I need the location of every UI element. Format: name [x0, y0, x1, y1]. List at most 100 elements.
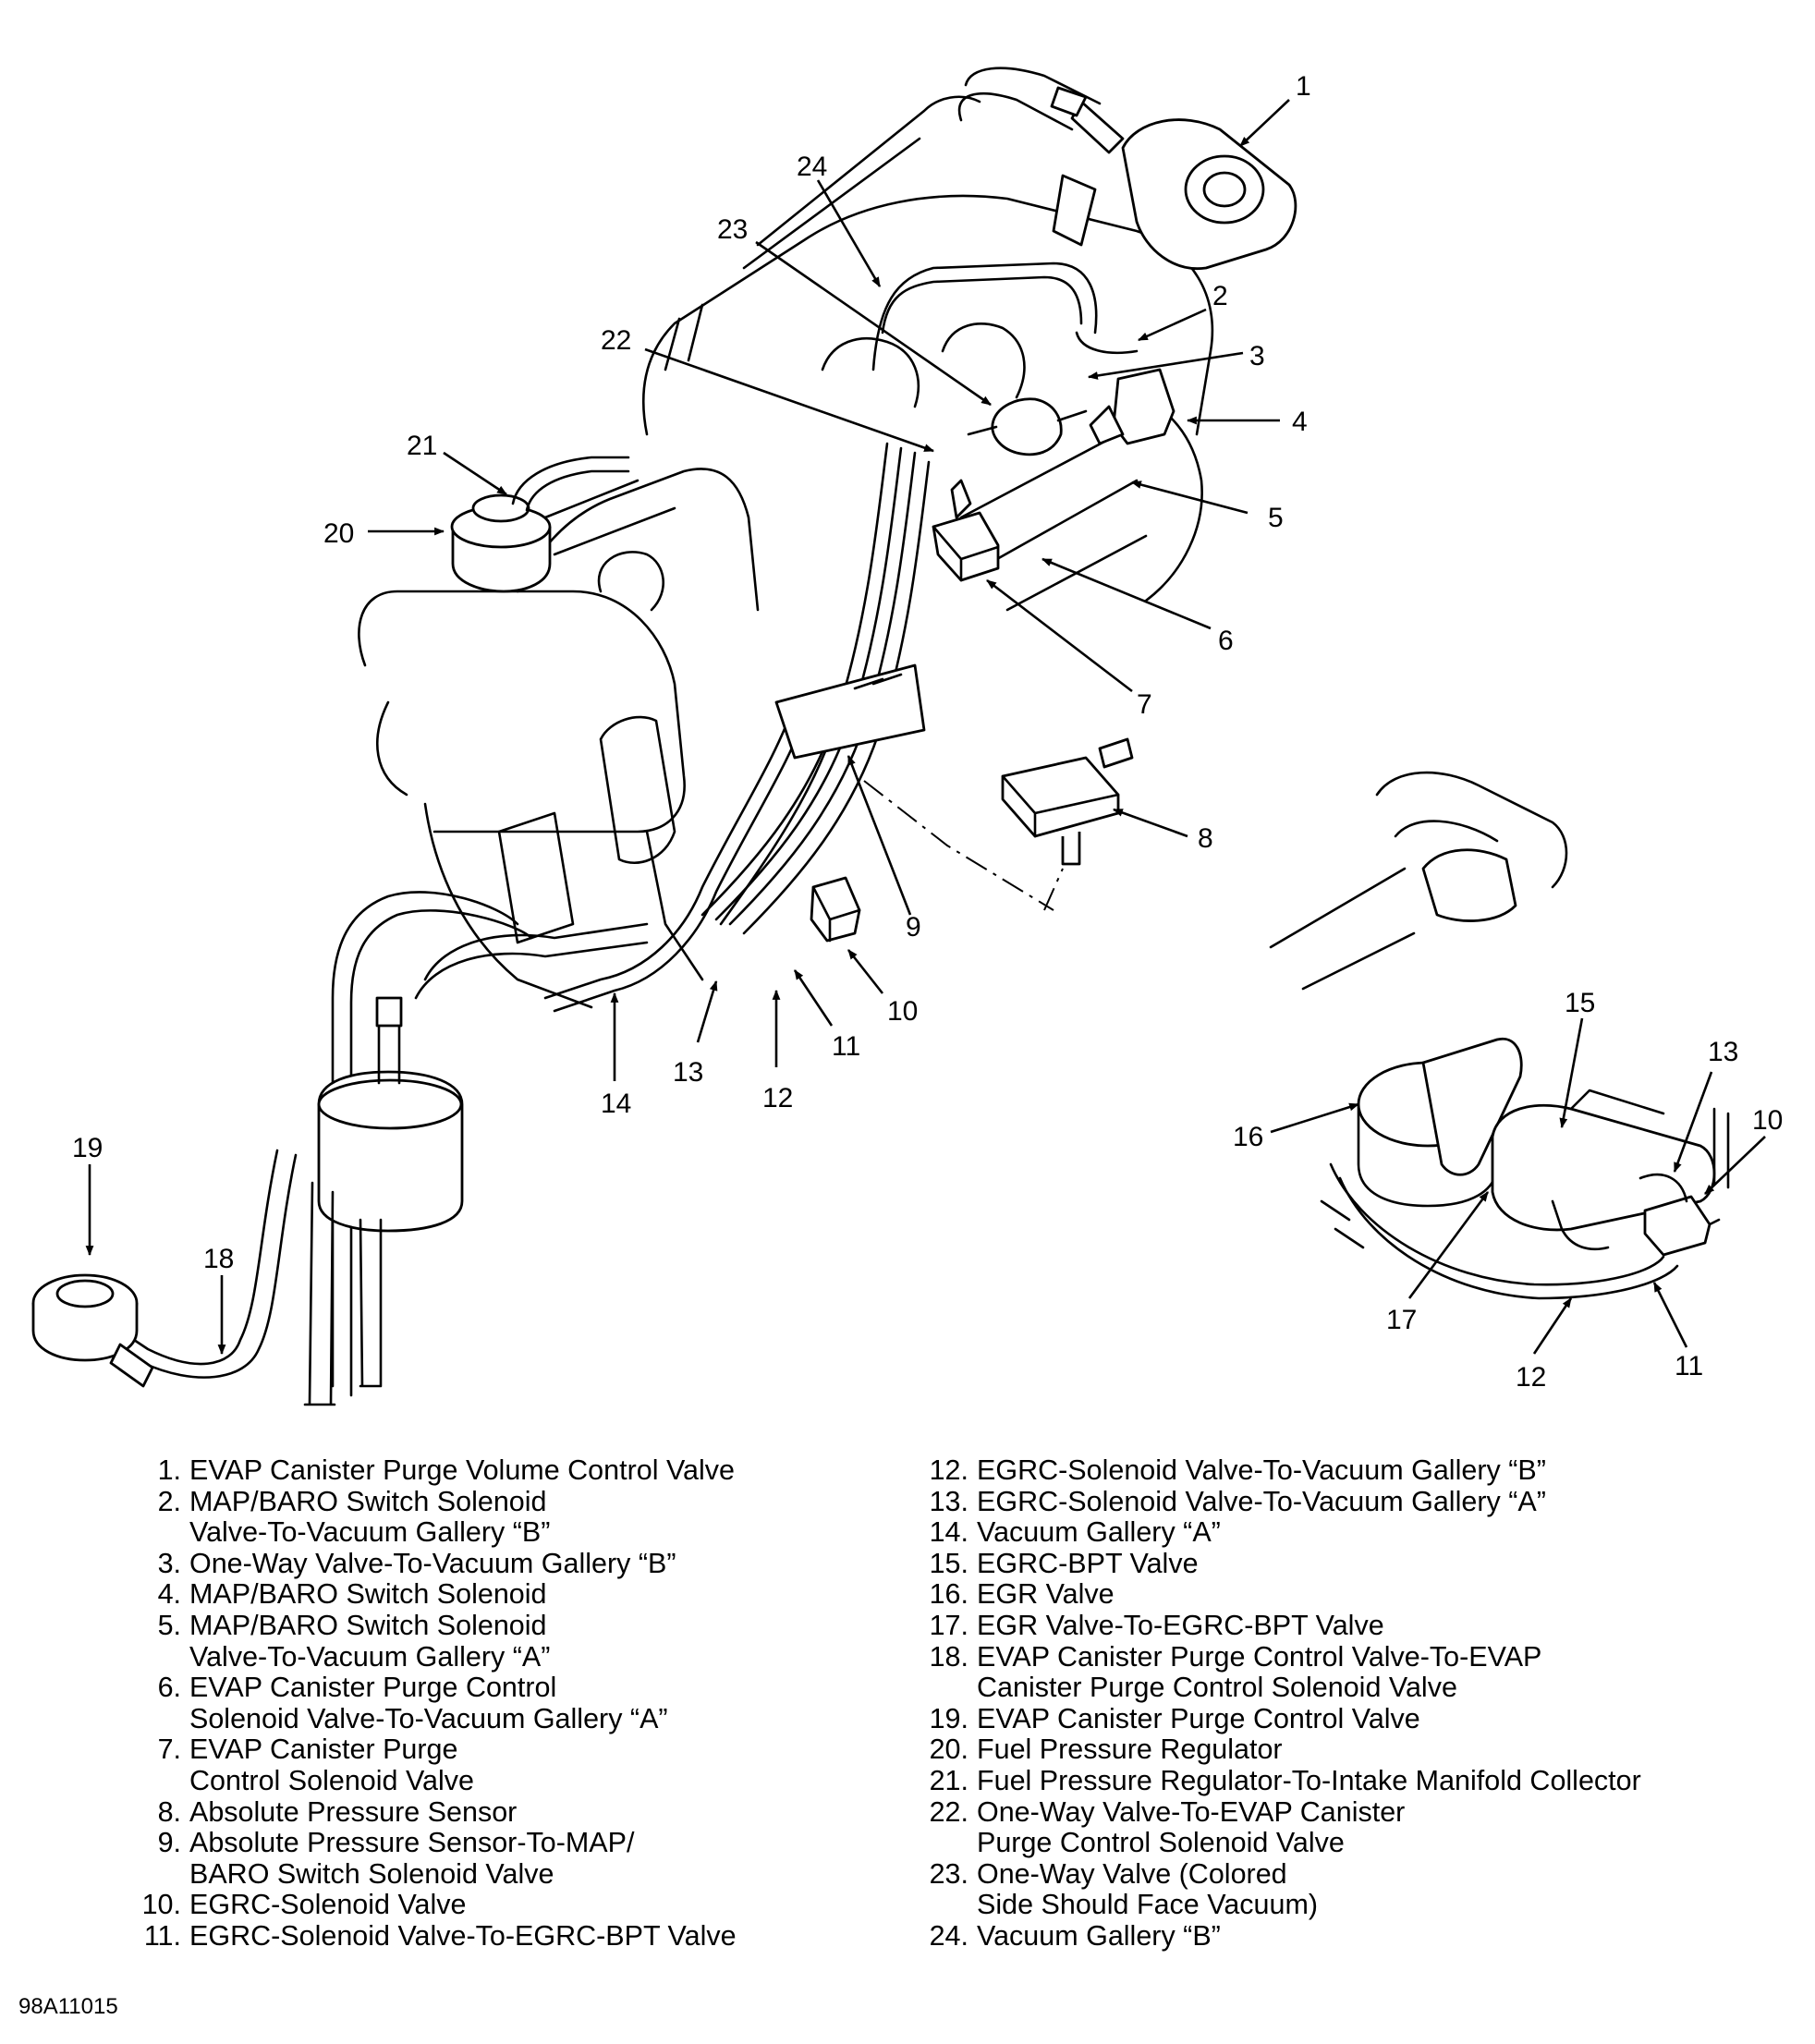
- callout-21: 21: [407, 431, 437, 461]
- legend-item-text: EGRC-Solenoid Valve: [189, 1890, 467, 1921]
- callout-11-detail: 11: [1675, 1351, 1703, 1381]
- callout-16-detail: 16: [1233, 1122, 1263, 1152]
- legend-item-text: EGRC-Solenoid Valve-To-Vacuum Gallery “B…: [977, 1454, 1546, 1487]
- legend-item-text: Absolute Pressure Sensor-To-MAP/BARO Swi…: [189, 1828, 634, 1890]
- callout-24: 24: [797, 152, 827, 182]
- legend-item: 11.EGRC-Solenoid Valve-To-EGRC-BPT Valve: [139, 1919, 737, 1953]
- legend-item-number: 11.: [143, 1919, 181, 1952]
- absolute-pressure-sensor-drawing: [1001, 737, 1134, 866]
- legend-item-number: 4.: [157, 1578, 181, 1611]
- legend-item-text: MAP/BARO Switch Solenoid: [189, 1579, 547, 1611]
- legend-item-number: 2.: [157, 1485, 181, 1517]
- legend-item-number: 16.: [929, 1578, 968, 1611]
- callout-12: 12: [762, 1083, 793, 1113]
- callout-1: 1: [1296, 71, 1311, 102]
- legend-item-number: 1.: [157, 1454, 181, 1486]
- legend-item: 21.Fuel Pressure Regulator-To-Intake Man…: [926, 1765, 1641, 1797]
- legend-item-text: One-Way Valve-To-Vacuum Gallery “B”: [189, 1547, 676, 1580]
- callout-19: 19: [72, 1133, 103, 1163]
- callout-9: 9: [906, 912, 921, 943]
- legend-item: 17.EGR Valve-To-EGRC-BPT Valve: [926, 1610, 1641, 1642]
- legend-item: 12. EGRC-Solenoid Valve-To-Vacuum Gallery…: [926, 1454, 1641, 1487]
- legend-item-line: Canister Purge Control Solenoid Valve: [977, 1672, 1457, 1704]
- legend-item: 19.EVAP Canister Purge Control Valve: [926, 1702, 1641, 1735]
- callout-2: 2: [1212, 281, 1228, 311]
- legend-item-line: EVAP Canister Purge Volume Control Valve: [189, 1454, 735, 1486]
- callout-10-detail: 10: [1752, 1105, 1783, 1136]
- callout-3: 3: [1249, 341, 1265, 371]
- legend-item: 13.EGRC-Solenoid Valve-To-Vacuum Gallery…: [926, 1485, 1641, 1518]
- legend-item-number: 10.: [141, 1889, 181, 1921]
- legend-item-number: 24.: [929, 1919, 968, 1952]
- callout-8: 8: [1198, 823, 1213, 854]
- legend-item-text: EGRC-Solenoid Valve-To-Vacuum Gallery “A…: [977, 1485, 1546, 1518]
- legend-item-text: Fuel Pressure Regulator-To-Intake Manifo…: [977, 1765, 1641, 1797]
- legend-item-line: EVAP Canister Purge Control: [189, 1672, 557, 1704]
- callout-14: 14: [601, 1089, 631, 1119]
- legend-item: 4.MAP/BARO Switch Solenoid: [139, 1579, 737, 1611]
- legend-item-number: 23.: [929, 1857, 968, 1890]
- legend-item-line: One-Way Valve-To-EVAP Canister: [977, 1795, 1406, 1828]
- callout-4: 4: [1292, 407, 1308, 437]
- callout-22: 22: [601, 325, 631, 356]
- legend-item-line: EGRC-Solenoid Valve-To-Vacuum Gallery “A…: [977, 1485, 1546, 1517]
- legend-item-line: One-Way Valve-To-Vacuum Gallery “B”: [189, 1547, 676, 1579]
- legend-item-number: 14.: [929, 1516, 968, 1549]
- legend-item-number: 3.: [157, 1547, 181, 1579]
- legend-item-line: EVAP Canister Purge Control Valve: [977, 1702, 1420, 1734]
- egrc-detail-illustration: [1269, 771, 1730, 1300]
- callout-6: 6: [1218, 626, 1234, 656]
- callout-20: 20: [323, 518, 354, 549]
- callout-7: 7: [1137, 689, 1152, 720]
- legend-item-number: 5.: [157, 1609, 181, 1641]
- legend-item: 1.EVAP Canister Purge Volume Control Val…: [139, 1454, 737, 1487]
- legend-item-line: EVAP Canister Purge: [189, 1734, 458, 1766]
- legend-item-text: Vacuum Gallery “A”: [977, 1517, 1221, 1549]
- callout-11: 11: [832, 1031, 860, 1062]
- legend-item-line: One-Way Valve (Colored: [977, 1857, 1287, 1890]
- legend-item-number: 22.: [929, 1795, 968, 1828]
- legend-item: 15.EGRC-BPT Valve: [926, 1548, 1641, 1580]
- legend-item-text: Absolute Pressure Sensor: [189, 1795, 518, 1829]
- legend-item-line: MAP/BARO Switch Solenoid: [189, 1578, 547, 1611]
- legend-item: 24.Vacuum Gallery “B”: [926, 1919, 1641, 1953]
- legend-item-text: EGRC-BPT Valve: [977, 1548, 1199, 1580]
- legend-item-line: BARO Switch Solenoid Valve: [189, 1857, 554, 1890]
- vacuum-hose-routing-diagram: 1 2 3 4 5 6 7 8 9 10 11 12 13 14 19 18 2…: [31, 67, 1783, 1406]
- legend-item-number: 6.: [157, 1672, 181, 1704]
- legend-item-number: 12.: [929, 1454, 968, 1486]
- legend-item: 8.Absolute Pressure Sensor: [139, 1795, 737, 1829]
- legend-item: 9.Absolute Pressure Sensor-To-MAP/BARO S…: [139, 1827, 737, 1890]
- legend-item-line: Purge Control Solenoid Valve: [977, 1827, 1345, 1859]
- legend-item-line: Absolute Pressure Sensor-To-MAP/: [189, 1827, 635, 1859]
- legend-item-line: EGRC-Solenoid Valve-To-EGRC-BPT Valve: [189, 1919, 737, 1952]
- legend-item-line: Valve-To-Vacuum Gallery “A”: [189, 1640, 551, 1673]
- legend-item-line: Absolute Pressure Sensor: [189, 1795, 518, 1828]
- legend-item: 20.Fuel Pressure Regulator: [926, 1734, 1641, 1766]
- legend-item: 16.EGR Valve: [926, 1579, 1641, 1611]
- callout-18: 18: [203, 1244, 234, 1274]
- callout-12-detail: 12: [1516, 1362, 1546, 1393]
- legend-item: 14. Vacuum Gallery “A”: [926, 1517, 1641, 1549]
- legend-item-text: EVAP Canister Purge Volume Control Valve: [189, 1454, 735, 1487]
- legend-item-line: Valve-To-Vacuum Gallery “B”: [189, 1516, 551, 1549]
- legend-item-text: EVAP Canister Purge Control Valve-To-EVA…: [977, 1641, 1541, 1704]
- legend-item-line: Fuel Pressure Regulator: [977, 1734, 1283, 1766]
- legend-item-number: 7.: [157, 1734, 181, 1766]
- legend-item-line: MAP/BARO Switch Solenoid: [189, 1485, 547, 1517]
- callout-5: 5: [1268, 503, 1284, 533]
- evap-purge-volume-control-valve-drawing: [1050, 86, 1297, 271]
- callout-17-detail: 17: [1386, 1305, 1417, 1335]
- legend-item-number: 9.: [157, 1827, 181, 1859]
- legend-right-column: 12. EGRC-Solenoid Valve-To-Vacuum Gallery…: [926, 1454, 1641, 1953]
- legend-item-line: Side Should Face Vacuum): [977, 1889, 1319, 1921]
